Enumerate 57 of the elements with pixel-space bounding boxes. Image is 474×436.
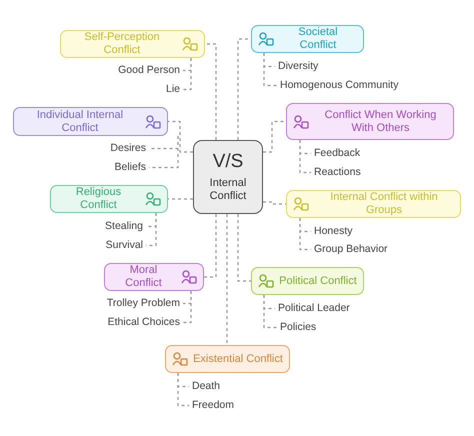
sub-item-label: Group Behavior <box>314 243 388 256</box>
sub-item-label: Homogenous Community <box>280 79 398 92</box>
sub-item-label: Desires <box>110 142 146 155</box>
connector <box>299 140 311 174</box>
category-label: Conflict When Working With Others <box>324 108 438 134</box>
sub-item-label: Lie <box>166 83 180 96</box>
sub-item-label: Feedback <box>314 147 360 160</box>
connector <box>149 136 179 168</box>
category-label: Individual Internal Conflict <box>36 108 124 134</box>
connector <box>168 120 193 153</box>
sub-item-label: Ethical Choices <box>108 316 180 329</box>
connector <box>183 291 192 324</box>
connector <box>299 218 311 250</box>
category-label: Moral Conflict <box>124 264 163 290</box>
sub-item-label: Honesty <box>314 225 353 238</box>
sub-item-label: Political Leader <box>278 302 350 315</box>
category-box <box>165 345 290 373</box>
category-label: Existential Conflict <box>193 352 283 366</box>
connector <box>204 214 217 278</box>
category-box <box>60 30 205 58</box>
category-label: Societal Conflict <box>297 26 339 52</box>
sub-item-label: Good Person <box>118 64 180 77</box>
category-label: Self-Perception Conflict <box>83 31 161 57</box>
category-box <box>251 267 364 295</box>
sub-item-label: Diversity <box>278 60 318 73</box>
connector <box>263 295 277 328</box>
sub-item-label: Trolley Problem <box>106 297 180 310</box>
category-box <box>50 185 168 213</box>
category-label: Religious Conflict <box>74 186 122 212</box>
connector <box>146 213 157 246</box>
sub-item-label: Stealing <box>105 220 143 233</box>
connector <box>205 43 217 140</box>
category-box <box>13 107 168 136</box>
sub-item-label: Survival <box>106 239 143 252</box>
central-label: Internal Conflict <box>208 177 248 203</box>
sub-item-label: Death <box>192 380 220 393</box>
connector <box>263 201 286 205</box>
connector <box>226 214 228 345</box>
category-box <box>286 103 454 140</box>
category-box <box>251 25 364 53</box>
sub-item-label: Beliefs <box>114 161 146 174</box>
connector <box>237 38 251 140</box>
connector <box>237 214 251 282</box>
connector <box>183 58 192 90</box>
connector <box>168 198 193 200</box>
connector <box>263 120 286 153</box>
central-box <box>193 140 263 214</box>
connector <box>177 373 189 406</box>
category-box <box>286 190 461 218</box>
category-label: Political Conflict <box>279 274 357 288</box>
category-label: Internal Conflict within Groups <box>329 191 439 217</box>
versus-label: V/S <box>212 151 244 173</box>
category-box <box>104 263 204 291</box>
connector <box>263 53 277 86</box>
sub-item-label: Reactions <box>314 166 361 179</box>
sub-item-label: Freedom <box>192 399 234 412</box>
sub-item-label: Policies <box>280 321 316 334</box>
